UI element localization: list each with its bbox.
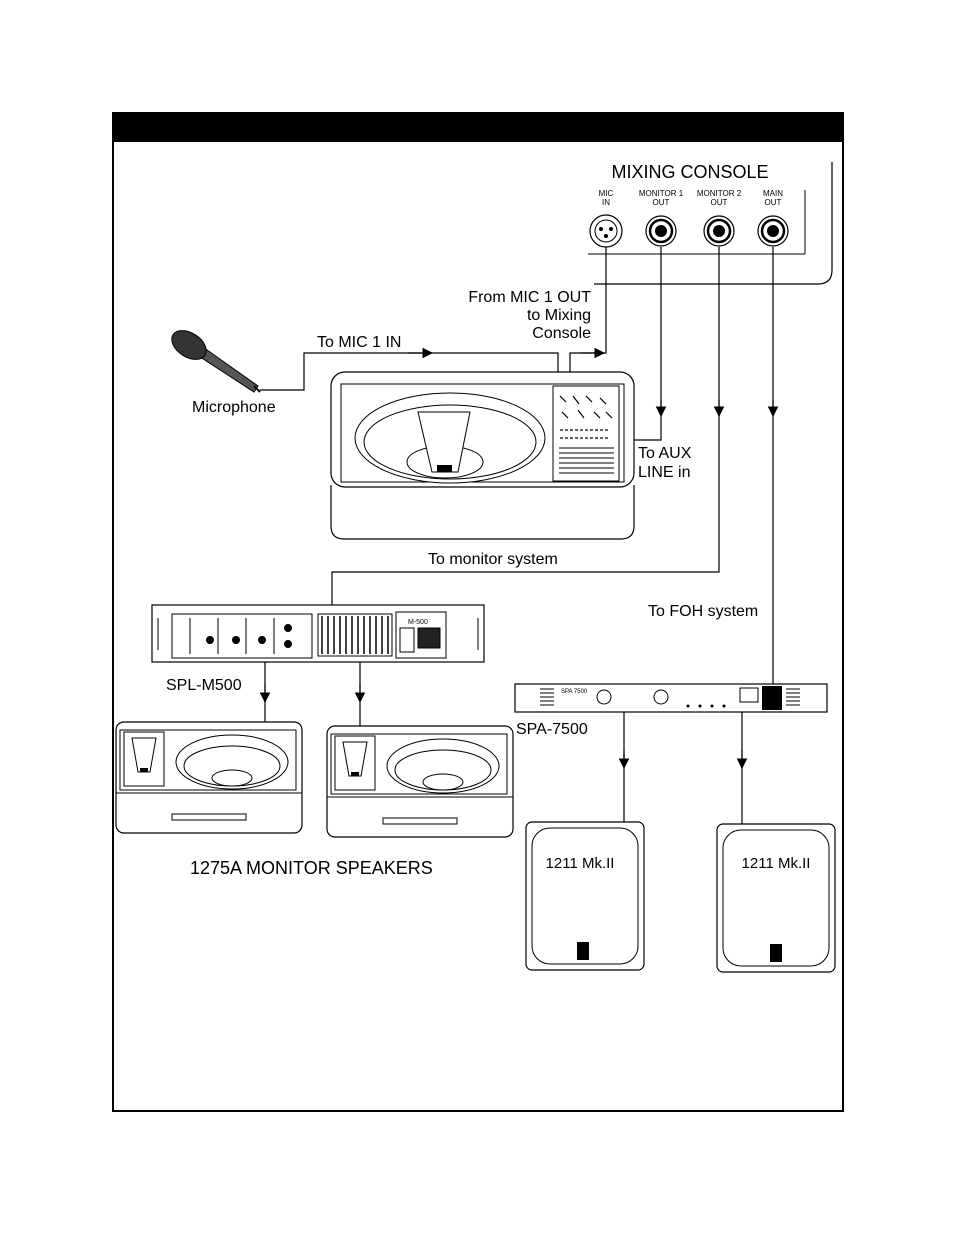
spl-m500-label: SPL-M500 — [166, 677, 242, 694]
from-mic-out-label-3: Console — [532, 325, 591, 342]
jack-icon — [704, 216, 734, 246]
port-label-monitor2-2: OUT — [711, 198, 728, 207]
spa-7500-unit: SPA 7500 — [515, 684, 827, 712]
port-label-main-2: OUT — [765, 198, 782, 207]
foh-speaker-1-model: 1211 Mk.II — [546, 855, 615, 872]
foh-speaker-2: 1211 Mk.II — [717, 824, 835, 972]
m500-badge: M-500 — [408, 619, 428, 626]
powered-monitor-speaker — [331, 372, 634, 539]
to-monitor-system-label: To monitor system — [428, 551, 558, 568]
jack-icon — [758, 216, 788, 246]
port-label-mic-in: MIC — [599, 189, 614, 198]
mixing-console: MIXING CONSOLE MIC IN MONITOR 1 OUT MONI… — [588, 162, 832, 284]
port-label-monitor1: MONITOR 1 — [639, 189, 684, 198]
from-mic-out-label-2: to Mixing — [527, 307, 591, 324]
monitor-speaker-2 — [327, 726, 513, 837]
to-mic-in-label: To MIC 1 IN — [317, 334, 401, 351]
microphone-icon — [167, 325, 260, 392]
port-label-monitor1-2: OUT — [653, 198, 670, 207]
spl-m500-unit: M-500 — [152, 605, 484, 662]
port-label-main: MAIN — [763, 189, 783, 198]
monitor-speaker-1 — [116, 722, 302, 833]
spa-badge: SPA 7500 — [561, 689, 588, 695]
foh-speaker-2-model: 1211 Mk.II — [742, 855, 811, 872]
to-aux-label-1: To AUX — [638, 445, 692, 462]
jack-icon — [646, 216, 676, 246]
spa-7500-label: SPA-7500 — [516, 721, 588, 738]
console-title: MIXING CONSOLE — [611, 162, 768, 182]
xlr-jack-icon — [590, 215, 622, 247]
microphone-label: Microphone — [192, 399, 276, 416]
to-foh-system-label: To FOH system — [648, 603, 758, 620]
from-mic-out-label-1: From MIC 1 OUT — [468, 289, 591, 306]
monitor-speakers-label: 1275A MONITOR SPEAKERS — [190, 858, 433, 878]
foh-speaker-1: 1211 Mk.II — [526, 822, 644, 970]
to-aux-label-2: LINE in — [638, 464, 690, 481]
port-label-monitor2: MONITOR 2 — [697, 189, 742, 198]
port-label-mic-in-2: IN — [602, 198, 610, 207]
